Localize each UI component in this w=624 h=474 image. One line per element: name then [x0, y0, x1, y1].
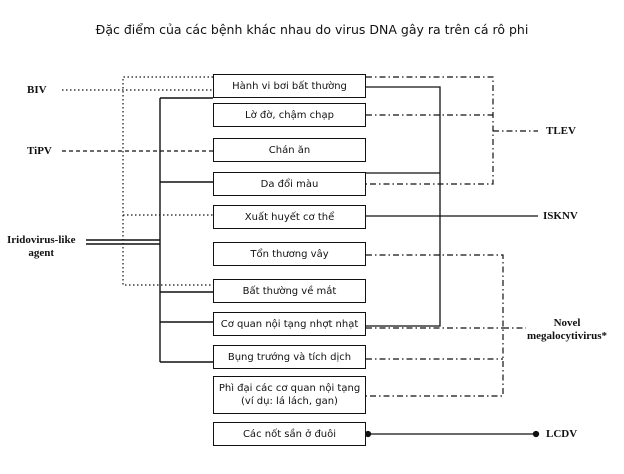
symptom-box-skin-discoloration: Da đổi màu	[213, 172, 366, 196]
symptom-label: Các nốt sần ở đuôi	[242, 428, 337, 440]
symptom-label: Bụng trướng và tích dịch	[227, 351, 352, 363]
symptom-box-organ-enlargement: Phì đại các cơ quan nội tạng (ví dụ: lá …	[213, 376, 366, 414]
symptom-box-abdominal-distension: Bụng trướng và tích dịch	[213, 345, 366, 369]
novel-connectors	[366, 254, 526, 397]
diagram-title: Đặc điểm của các bệnh khác nhau do virus…	[95, 22, 529, 37]
symptom-box-eye-abnormalities: Bất thường về mắt	[213, 279, 366, 303]
isknv-connectors	[366, 86, 538, 327]
symptom-label: Phì đại các cơ quan nội tạng (ví dụ: lá …	[218, 383, 361, 407]
virus-label-tipv: TiPV	[27, 145, 52, 157]
tlev-connectors	[366, 76, 538, 185]
virus-label-iridovirus: Iridovirus-like agent	[7, 234, 76, 259]
virus-label-biv: BIV	[27, 84, 47, 96]
virus-label-tlev: TLEV	[546, 125, 576, 137]
symptom-box-fin-lesions: Tổn thương vây	[213, 242, 366, 266]
symptom-box-tail-nodules: Các nốt sần ở đuôi	[213, 422, 366, 446]
symptom-label: Xuất huyết cơ thể	[244, 211, 335, 223]
symptom-box-abnormal-swimming: Hành vi bơi bất thường	[213, 74, 366, 98]
symptom-box-lethargy: Lờ đờ, chậm chạp	[213, 103, 366, 127]
symptom-box-anorexia: Chán ăn	[213, 138, 366, 162]
irido-connectors	[86, 97, 213, 363]
symptom-label: Chán ăn	[268, 144, 311, 156]
symptom-box-hemorrhage: Xuất huyết cơ thể	[213, 205, 366, 229]
symptom-label: Hành vi bơi bất thường	[232, 80, 347, 92]
virus-label-isknv: ISKNV	[543, 210, 578, 222]
symptom-box-pale-organs: Cơ quan nội tạng nhợt nhạt	[213, 312, 366, 336]
virus-label-novel-megalocytivirus: Novel megalocytivirus*	[527, 317, 608, 342]
symptom-label: Bất thường về mắt	[242, 285, 337, 297]
biv-connectors	[62, 76, 213, 286]
lcdv-connectors	[364, 430, 540, 438]
symptom-label: Tổn thương vây	[250, 248, 329, 260]
symptom-label: Da đổi màu	[260, 178, 319, 190]
symptom-label: Lờ đờ, chậm chạp	[245, 109, 334, 121]
virus-label-lcdv: LCDV	[546, 428, 578, 440]
symptom-label: Cơ quan nội tạng nhợt nhạt	[220, 318, 359, 330]
